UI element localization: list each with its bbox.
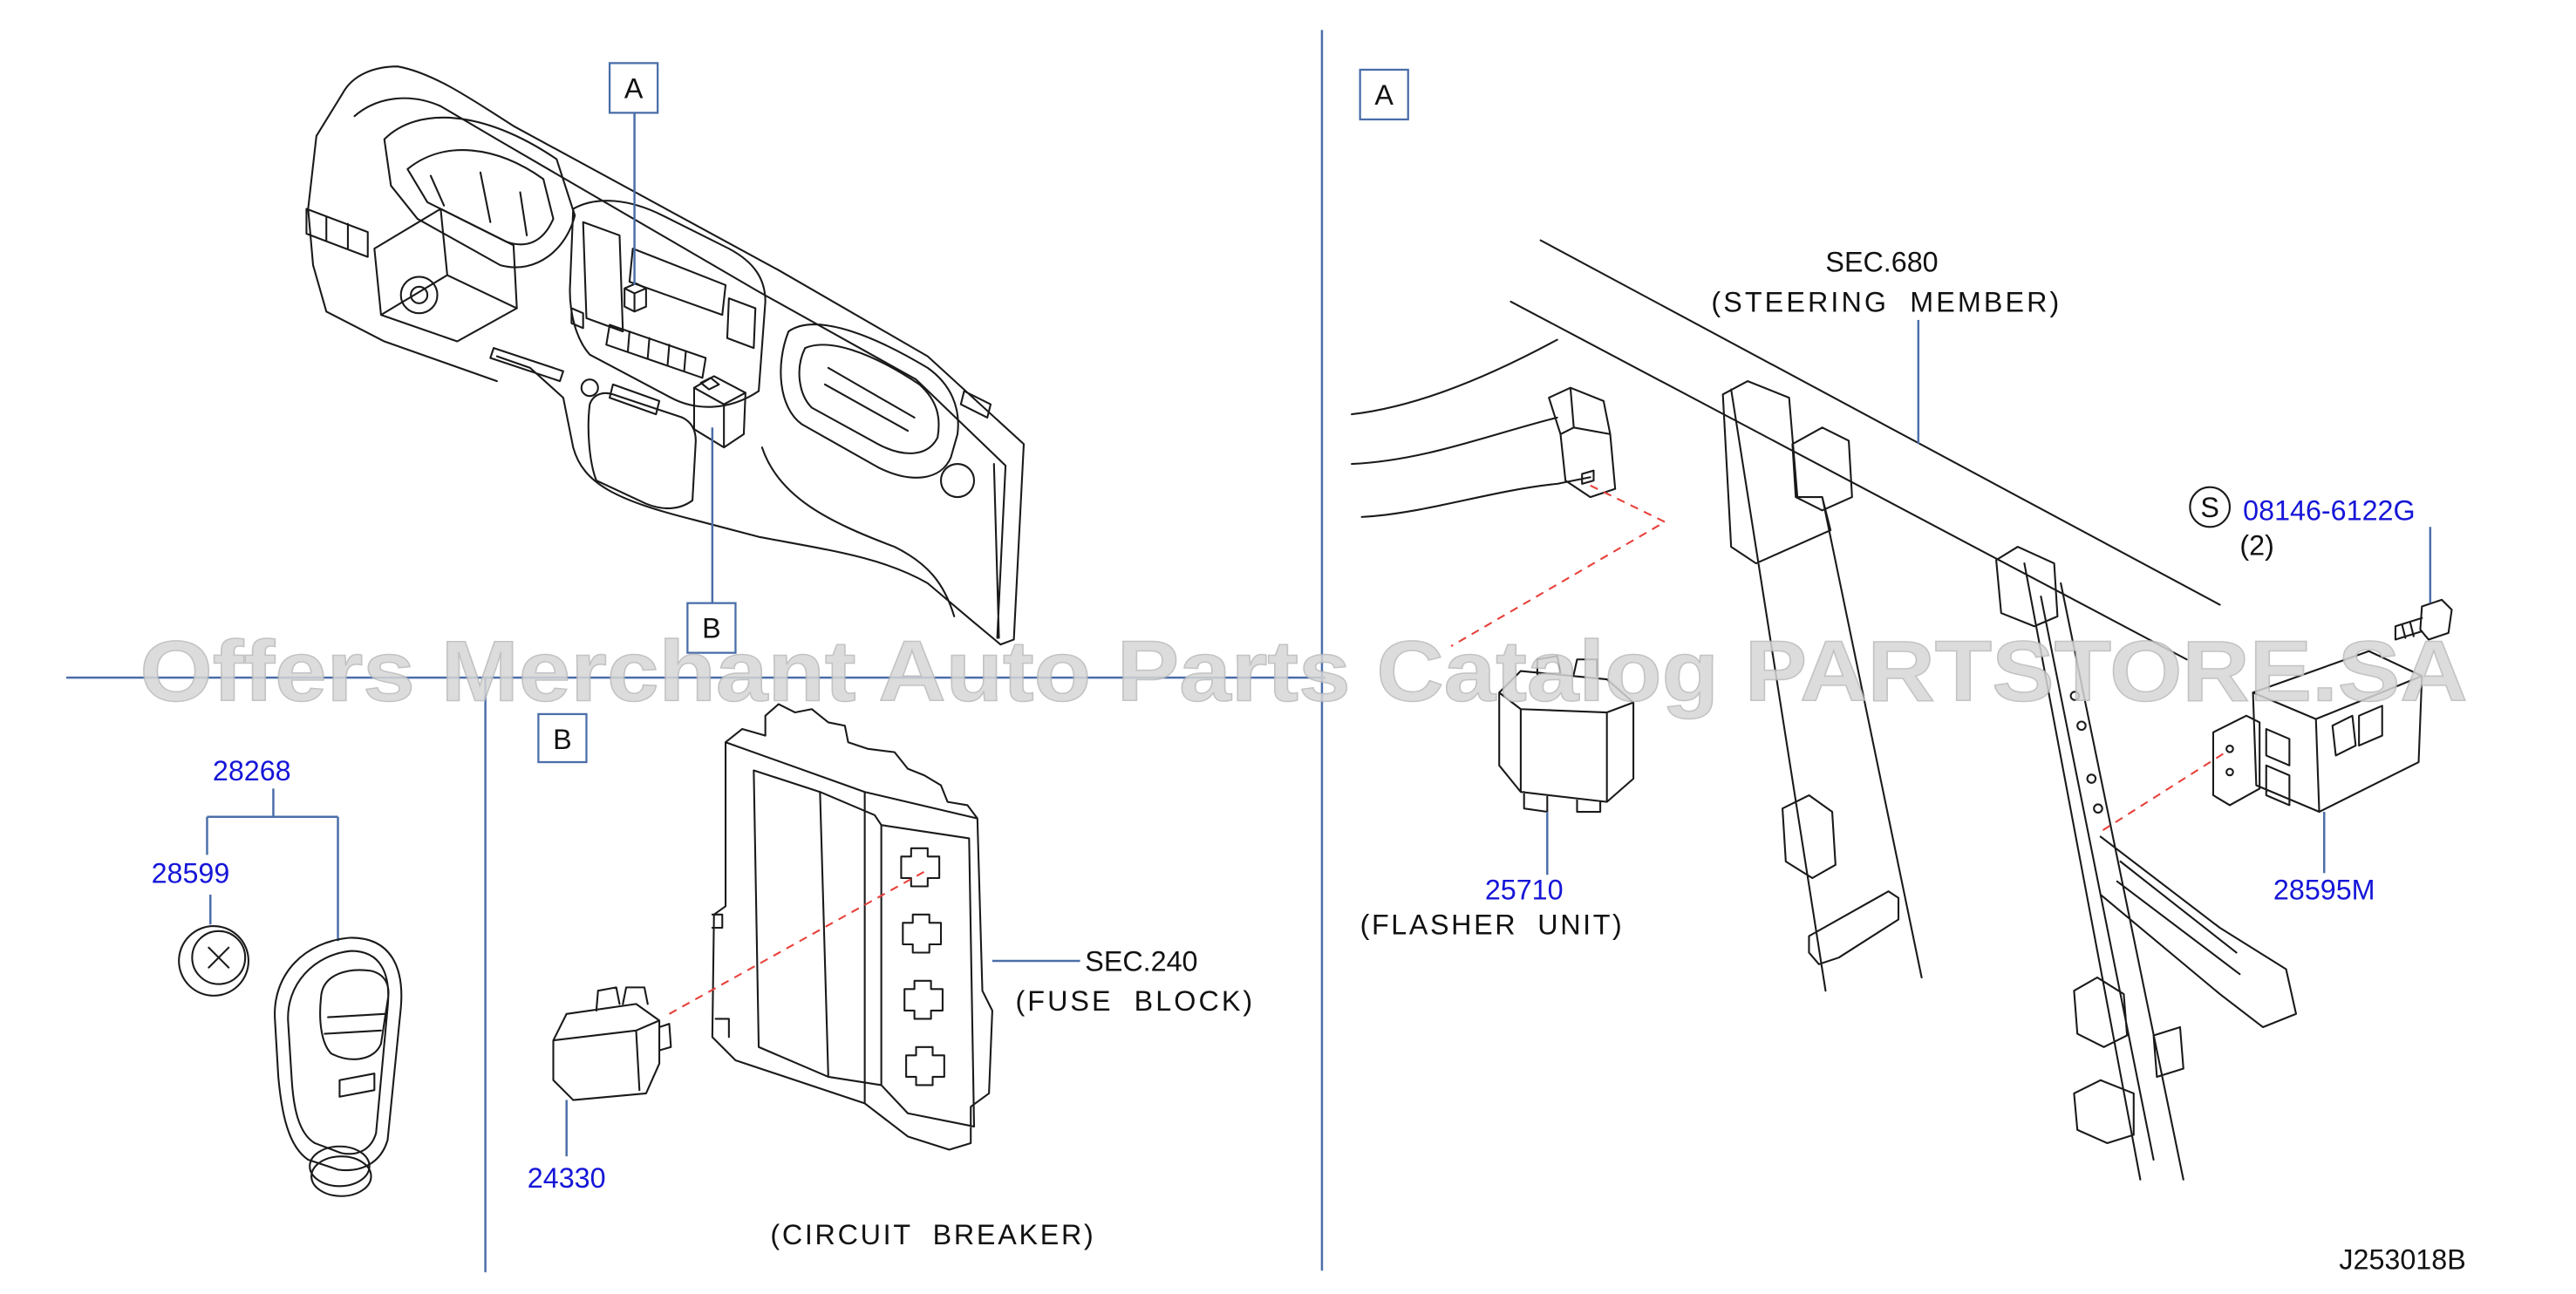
bolt-quantity: (2) bbox=[2239, 530, 2273, 562]
fuse-block-section-ref: SEC.240 bbox=[1085, 945, 1197, 977]
panel-dividers bbox=[65, 30, 1325, 1273]
remote-key-fob bbox=[274, 936, 403, 1197]
circuit-breaker-label: (CIRCUIT BREAKER) bbox=[770, 1219, 1093, 1250]
view-a-label-top: A bbox=[624, 72, 644, 104]
glove-box bbox=[780, 324, 992, 499]
fuse-block-connectors bbox=[900, 847, 945, 1086]
control-module bbox=[2211, 650, 2423, 814]
circuit-breaker-install-line bbox=[668, 868, 929, 1015]
part-number-25710[interactable]: 25710 bbox=[1485, 875, 1564, 906]
view-a-box-right bbox=[1359, 68, 1409, 121]
center-console bbox=[569, 200, 767, 509]
standard-part-symbol-circle bbox=[2189, 486, 2232, 528]
view-a-box-top bbox=[608, 62, 659, 114]
circuit-breaker bbox=[552, 986, 672, 1101]
part-number-24330[interactable]: 24330 bbox=[528, 1162, 606, 1194]
part-number-08146-6122G[interactable]: 08146-6122G bbox=[2243, 495, 2415, 527]
view-b-label-bottom: B bbox=[553, 724, 572, 755]
dashboard-outline bbox=[305, 65, 1026, 646]
diagram-code: J253018B bbox=[2339, 1243, 2465, 1275]
coin-battery bbox=[178, 925, 249, 997]
part-number-28268[interactable]: 28268 bbox=[213, 755, 291, 787]
steering-member-section-ref: SEC.680 bbox=[1825, 247, 1938, 278]
key-set-leader bbox=[206, 788, 339, 942]
steering-member-supports bbox=[1721, 380, 2297, 1181]
fuse-block-label: (FUSE BLOCK) bbox=[1016, 985, 1253, 1017]
steering-column-cover bbox=[373, 208, 518, 343]
flasher-unit-install-line bbox=[1450, 484, 1667, 647]
view-b-box-top bbox=[686, 602, 737, 654]
watermark: Offers Merchant Auto Parts Catalog PARTS… bbox=[140, 623, 2468, 719]
location-b-fuse-block bbox=[692, 375, 746, 449]
view-b-label-top: B bbox=[702, 613, 721, 644]
control-module-install-line bbox=[2100, 753, 2224, 833]
flasher-unit bbox=[1498, 655, 1635, 814]
view-a-label-right: A bbox=[1374, 79, 1394, 111]
steering-member bbox=[1351, 239, 2221, 661]
mounting-bolt bbox=[2394, 598, 2453, 641]
standard-part-symbol: S bbox=[2200, 492, 2219, 523]
view-b-box-bottom bbox=[537, 712, 588, 764]
location-a-component bbox=[624, 282, 647, 313]
instrument-panel-illustration bbox=[305, 65, 1026, 646]
instrument-cluster-hood bbox=[383, 116, 576, 269]
part-number-28599[interactable]: 28599 bbox=[152, 858, 230, 889]
steering-member-label: (STEERING MEMBER) bbox=[1711, 286, 2059, 317]
fuse-block bbox=[711, 703, 993, 1151]
part-number-28595M[interactable]: 28595M bbox=[2273, 875, 2375, 906]
flasher-unit-label: (FLASHER UNIT) bbox=[1360, 909, 1622, 941]
